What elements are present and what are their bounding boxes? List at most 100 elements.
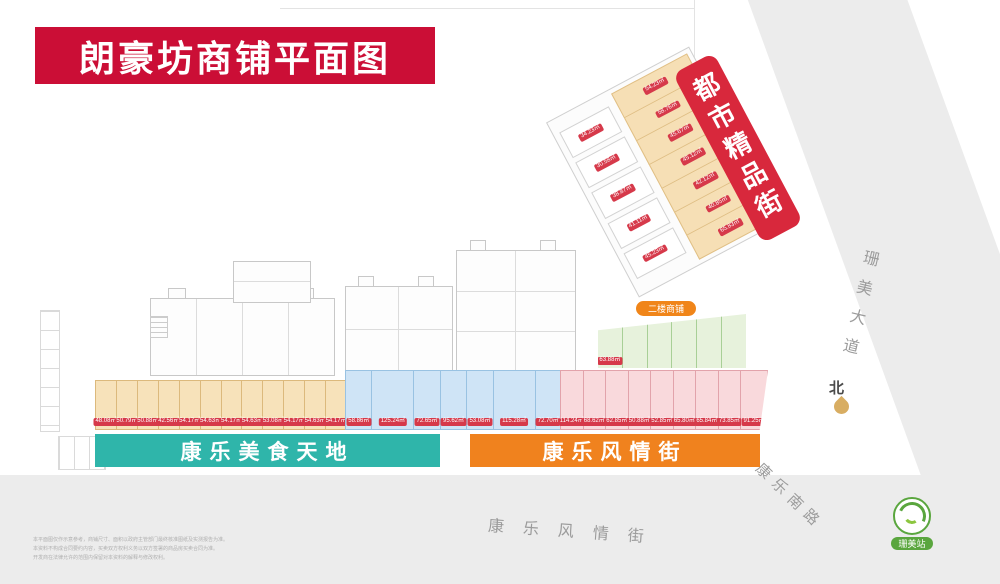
shop-unit: 115.28㎡	[493, 371, 536, 429]
shop-unit: 53.08㎡	[260, 381, 286, 429]
area-tag: 53.08㎡	[467, 418, 493, 426]
shop-unit	[722, 314, 746, 368]
shop-unit: 72.65㎡	[414, 371, 441, 429]
second-floor-shops: 63.88㎡	[598, 314, 746, 368]
shop-unit: 54.63㎡	[302, 381, 328, 429]
second-floor-pill: 二楼商铺	[636, 301, 696, 316]
shop-unit: 65.84㎡	[694, 371, 720, 429]
area-tag: 50.79㎡	[114, 418, 140, 426]
station-name-badge: 珊美站	[891, 537, 933, 550]
area-tag: 54.17㎡	[281, 418, 307, 426]
area-tag: 72.70㎡	[535, 418, 561, 426]
area-tag: 63.88㎡	[598, 357, 623, 365]
disclaimer-text: 本平面图仅作示意参考，商铺尺寸、面积以政府主管部门最终核准图纸及实测报告为准。 …	[33, 536, 293, 563]
building-outline	[233, 261, 311, 303]
shop-unit: 72.70㎡	[535, 371, 561, 429]
area-tag: 73.85㎡	[716, 418, 742, 426]
shop-unit: 114.24㎡	[559, 371, 586, 429]
north-label: 北	[829, 380, 845, 397]
area-tag: 115.28㎡	[500, 418, 529, 426]
area-tag: 62.85㎡	[604, 418, 630, 426]
shop-unit: 68.62㎡	[581, 371, 607, 429]
shop-unit: 42.56㎡	[156, 381, 182, 429]
area-tag: 54.63㎡	[302, 418, 328, 426]
area-tag: 30.58㎡	[593, 153, 620, 172]
area-tag: 68.62㎡	[581, 418, 607, 426]
area-tag: 48.08㎡	[93, 418, 119, 426]
building-tower-outline	[456, 250, 576, 372]
shop-unit: 52.85㎡	[649, 371, 675, 429]
shop-unit	[697, 314, 723, 368]
shop-unit: 54.17㎡	[281, 381, 307, 429]
area-tag: 40.85㎡	[705, 194, 732, 214]
shop-unit	[623, 314, 648, 368]
plot-boundary-line	[694, 0, 695, 58]
area-tag: 45.67㎡	[667, 123, 694, 143]
disclaimer-line: 开发商在法律允许的范围内保留对本资料的解释与修改权利。	[33, 555, 169, 561]
shop-unit: 125.24㎡	[372, 371, 415, 429]
area-tag: 54.63㎡	[198, 418, 224, 426]
area-tag: 114.24㎡	[559, 418, 586, 426]
area-tag: 50.88㎡	[135, 418, 161, 426]
stairs-icon	[150, 316, 168, 338]
metro-logo-icon	[893, 497, 931, 535]
area-tag: 52.85㎡	[649, 418, 675, 426]
area-tag: 42.56㎡	[156, 418, 182, 426]
shop-unit: 54.17㎡	[323, 381, 349, 429]
area-tag: 65.80㎡	[671, 418, 697, 426]
style-street-banner: 康乐风情街	[470, 434, 760, 467]
area-tag: 53.08㎡	[260, 418, 286, 426]
area-tag: 45.23㎡	[642, 243, 668, 263]
shop-unit: 65.80㎡	[671, 371, 697, 429]
shop-unit: 58.86㎡	[346, 371, 373, 429]
compass-icon	[830, 395, 853, 418]
area-tag: 54.17㎡	[323, 418, 349, 426]
shop-unit: 50.79㎡	[114, 381, 140, 429]
shop-unit: 95.62㎡	[440, 371, 468, 429]
area-tag: 54.63㎡	[239, 418, 265, 426]
area-tag: 54.23㎡	[642, 76, 669, 96]
food-street-shops: 48.08㎡ 50.79㎡ 50.88㎡ 42.56㎡ 54.17㎡ 54.63…	[93, 380, 349, 430]
shop-unit: 48.08㎡	[93, 381, 119, 429]
area-tag: 54.17㎡	[218, 418, 244, 426]
shop-unit: 54.17㎡	[177, 381, 203, 429]
area-tag: 65.83㎡	[717, 217, 744, 237]
disclaimer-line: 本平面图仅作示意参考，商铺尺寸、面积以政府主管部门最终核准图纸及实测报告为准。	[33, 537, 229, 543]
shop-unit: 62.85㎡	[604, 371, 630, 429]
area-tag: 50.88㎡	[626, 418, 652, 426]
shop-unit: 63.88㎡	[598, 314, 623, 368]
page-title: 朗豪坊商铺平面图	[35, 27, 435, 84]
shop-unit: 73.85㎡	[716, 371, 742, 429]
area-tag: 45.12㎡	[680, 147, 707, 166]
building-outline	[150, 298, 335, 376]
shop-unit: 50.88㎡	[135, 381, 161, 429]
area-tag: 58.76㎡	[655, 100, 681, 119]
shop-unit: 50.88㎡	[626, 371, 652, 429]
area-tag: 34.23㎡	[577, 123, 604, 142]
road-bottom	[0, 475, 1000, 584]
area-tag: 38.87㎡	[610, 183, 636, 203]
disclaimer-line: 本资料不构成合同要约内容，买卖双方权利义务以双方签署的商品房买卖合同为准。	[33, 546, 219, 552]
shop-unit: 54.63㎡	[239, 381, 265, 429]
food-street-banner: 康乐美食天地	[95, 434, 440, 467]
area-tag: 65.84㎡	[694, 418, 720, 426]
style-street-shops: 114.24㎡ 68.62㎡ 62.85㎡ 50.88㎡ 52.85㎡ 65.8…	[560, 370, 768, 430]
plot-boundary-line	[280, 8, 695, 9]
shop-unit	[672, 314, 698, 368]
area-tag: 125.24㎡	[378, 418, 408, 426]
area-tag: 54.17㎡	[177, 418, 203, 426]
building-tower-outline	[345, 286, 453, 374]
area-tag: 58.86㎡	[346, 418, 372, 426]
area-tag: 95.62㎡	[440, 418, 466, 426]
shop-unit: 53.08㎡	[467, 371, 494, 429]
area-tag: 91.25㎡	[741, 418, 767, 426]
area-tag: 72.65㎡	[414, 418, 440, 426]
shop-unit: 54.17㎡	[218, 381, 244, 429]
area-tag: 41.11㎡	[626, 213, 652, 233]
shop-unit: 54.63㎡	[198, 381, 224, 429]
blue-shops: 58.86㎡ 125.24㎡ 72.65㎡ 95.62㎡ 53.08㎡ 115.…	[345, 370, 562, 430]
area-tag: 42.12㎡	[692, 170, 719, 190]
shop-unit	[648, 314, 673, 368]
shop-unit: 91.25㎡	[741, 371, 767, 429]
